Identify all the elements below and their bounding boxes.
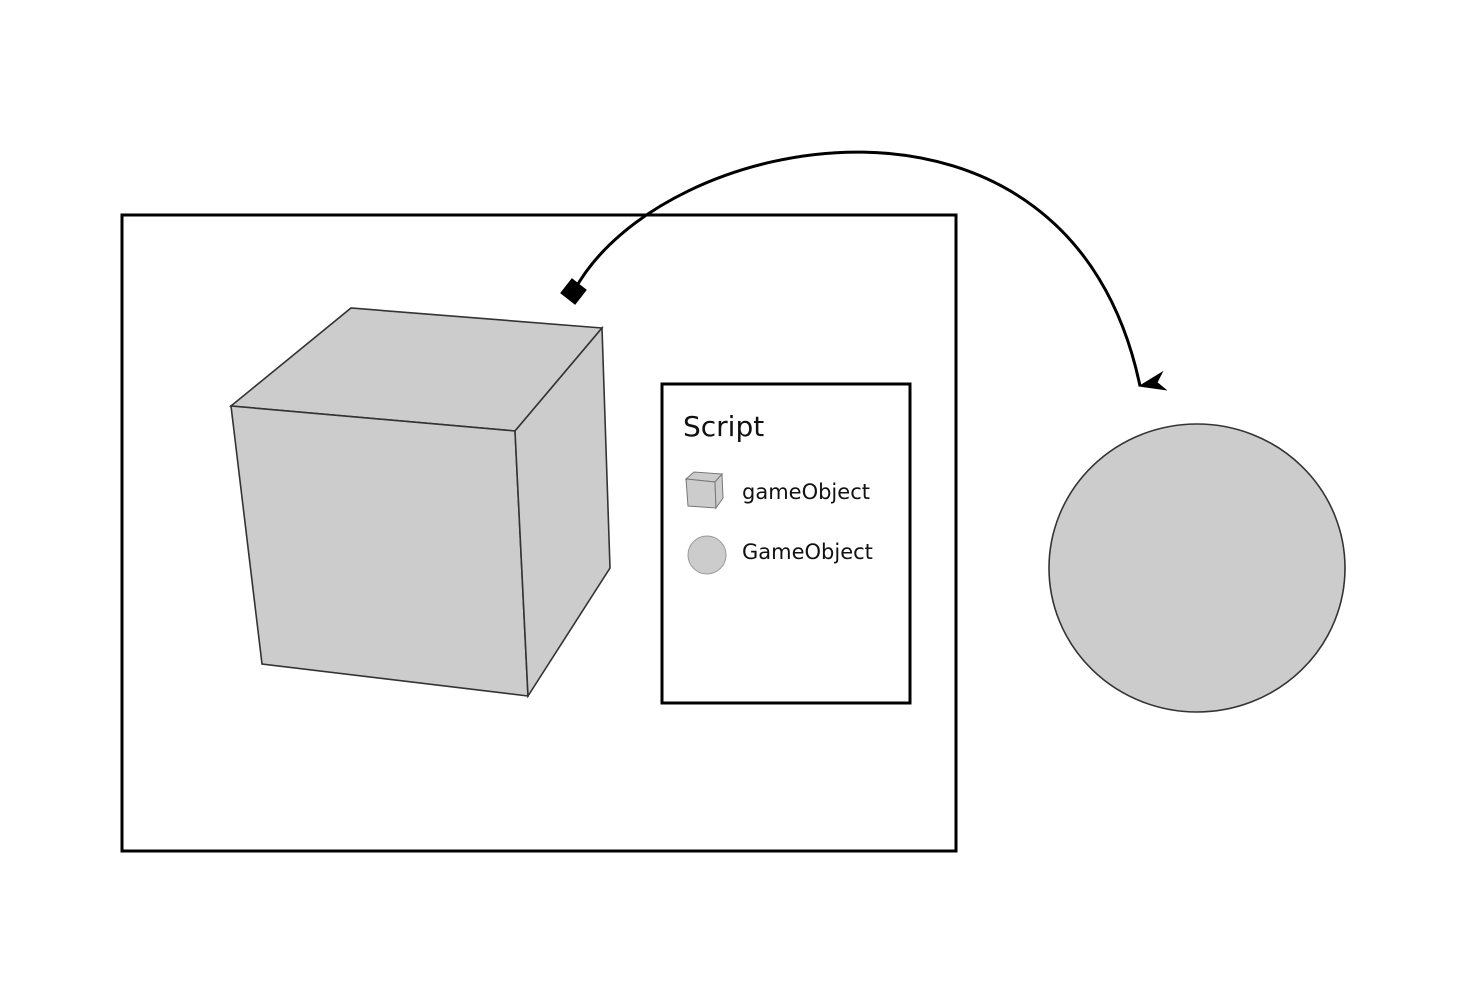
cube-front-face [230, 405, 529, 697]
field-label-GameObject: GameObject [742, 540, 873, 564]
script-field-gameobject[interactable]: gameObject [684, 471, 870, 510]
cube-icon [684, 471, 724, 510]
cube-side-face [514, 325, 611, 699]
sphere-object[interactable] [1048, 423, 1346, 713]
circle-icon [687, 535, 727, 575]
reference-connector [560, 150, 1168, 391]
connector-start-marker [560, 278, 587, 305]
cube-object[interactable] [228, 307, 611, 699]
script-panel[interactable]: Script gameObject GameObject [660, 382, 912, 705]
scene-frame [120, 213, 958, 853]
field-label-gameobject: gameObject [742, 480, 870, 504]
script-field-GameObject[interactable]: GameObject [687, 535, 873, 575]
script-title: Script [683, 410, 764, 443]
connector-curve [572, 150, 1168, 391]
